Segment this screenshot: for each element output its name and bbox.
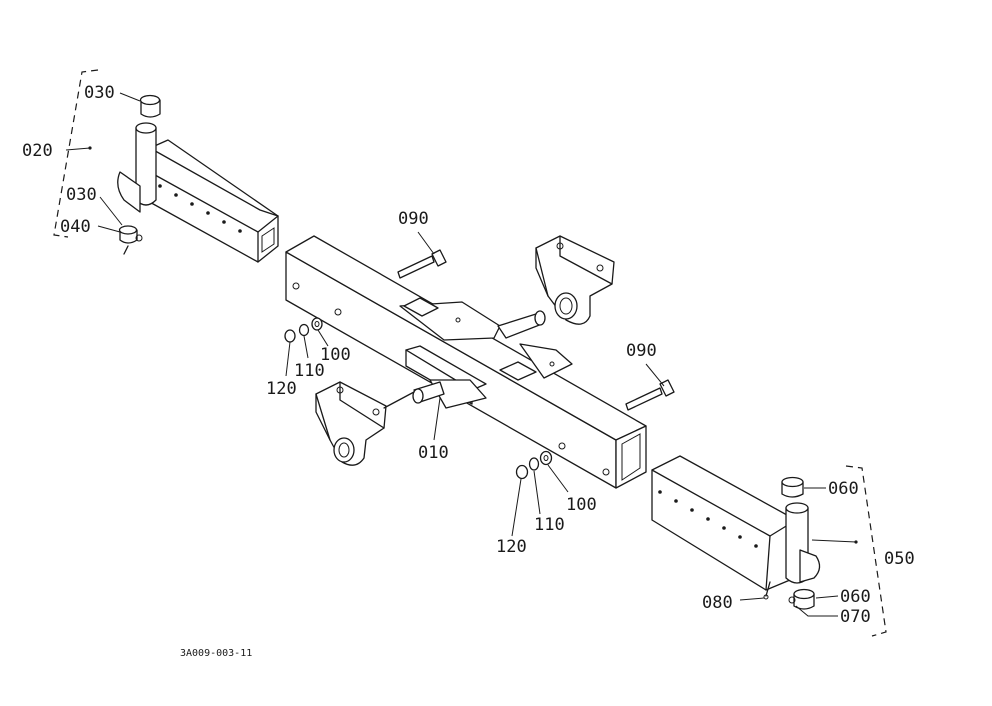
nut-120-right [515,464,529,480]
label-090-upper: 090 [398,209,429,229]
grease-nipple-070 [788,596,796,604]
label-080: 080 [702,593,733,613]
label-050: 050 [884,549,915,569]
bolt-090-lower [625,363,675,411]
label-120-left: 120 [266,379,297,399]
label-030-bottom: 030 [66,185,97,205]
label-010: 010 [418,443,449,463]
label-070: 070 [840,607,871,627]
left-arm-assembly [53,69,279,263]
washer-100-left [311,317,323,331]
bolt-090-upper [397,231,447,279]
drawing-reference-number: 3A009-003-11 [180,648,252,659]
label-020: 020 [22,141,53,161]
left-group-bracket [53,69,99,238]
right-arm-assembly [651,455,887,637]
right-arm-tube [651,455,797,591]
label-120-right: 120 [496,537,527,557]
label-110-right: 110 [534,515,565,535]
label-090-lower: 090 [626,341,657,361]
front-hanger-bracket [315,381,415,466]
right-group-bracket [845,465,887,637]
rear-hanger-bracket [535,235,615,325]
washer-100-right [539,450,553,466]
label-040: 040 [60,217,91,237]
main-beam-end [615,425,647,489]
label-110-left: 110 [294,361,325,381]
label-060-top: 060 [828,479,859,499]
main-beam-assembly [285,235,647,489]
label-100-right: 100 [566,495,597,515]
lock-washer-110-left [298,323,310,337]
lock-washer-110-right [528,457,540,471]
fastener-set-right [511,450,569,537]
label-060-bottom: 060 [840,587,871,607]
bolt-080 [765,581,771,597]
label-030-top: 030 [84,83,115,103]
label-100-left: 100 [320,345,351,365]
nut-120-left [284,329,296,343]
fastener-set-left [284,317,329,377]
